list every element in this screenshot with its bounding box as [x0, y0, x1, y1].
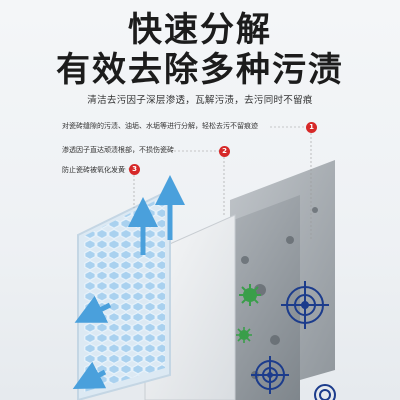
headline-line2: 有效去除多种污渍	[56, 50, 344, 90]
callout-3-badge: 3	[129, 164, 140, 175]
germ-icons	[236, 284, 261, 343]
subtitle: 清洁去污因子深层渗透，瓦解污渍，去污同时不留痕	[87, 95, 313, 106]
callout-2-text: 渗透因子直达顽渍根部，不损伤瓷砖	[62, 146, 174, 154]
protective-film-layer	[77, 188, 171, 400]
callout-1-text: 对瓷砖缝隙的污渍、油垢、水垢等进行分解，轻松去污不留痕迹	[62, 122, 258, 130]
callout-3-text: 防止瓷砖被氧化发黄	[62, 166, 125, 174]
target-icons	[251, 281, 336, 400]
callout-2-badge: 2	[219, 146, 230, 157]
callout-leader-lines	[120, 126, 312, 240]
callout-1-badge: 1	[306, 122, 317, 133]
penetration-arrows	[72, 175, 185, 389]
headline-line1: 快速分解	[128, 10, 272, 50]
